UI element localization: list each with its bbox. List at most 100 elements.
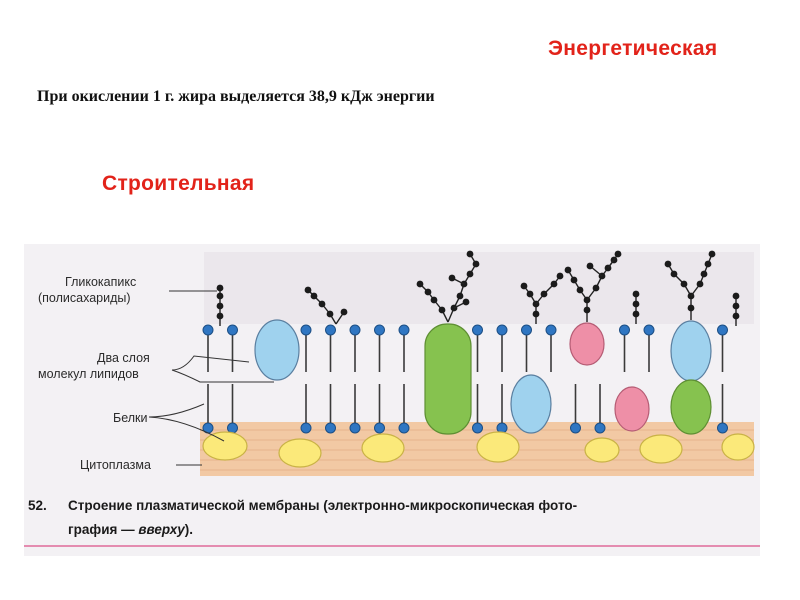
caption-line-1: Строение плазматической мембраны (электр… <box>68 498 577 513</box>
polysaccharide-bead <box>431 297 438 304</box>
lipid-head <box>228 325 238 335</box>
polysaccharide-bead <box>463 299 470 306</box>
polysaccharide-bead <box>633 301 640 308</box>
lipid-head <box>718 325 728 335</box>
membrane-figure: Гликокапикс (полисахариды) Два слоя моле… <box>24 244 760 556</box>
protein-green <box>671 380 711 434</box>
lipid-head <box>571 423 581 433</box>
lipid-head <box>301 423 311 433</box>
label-polysaccharides: (полисахариды) <box>38 291 131 305</box>
polysaccharide-bead <box>319 301 326 308</box>
lipid-head <box>620 325 630 335</box>
protein-green-large <box>425 324 471 434</box>
polysaccharide-bead <box>688 305 695 312</box>
polysaccharide-bead <box>701 271 708 278</box>
protein-pink <box>570 323 604 365</box>
polysaccharide-bead <box>681 281 688 288</box>
polysaccharide-bead <box>341 309 348 316</box>
polysaccharide-bead <box>557 273 564 280</box>
polysaccharide-bead <box>577 287 584 294</box>
protein-blue <box>511 375 551 433</box>
lipid-head <box>228 423 238 433</box>
protein-yellow <box>362 434 404 462</box>
lipid-head <box>522 325 532 335</box>
lipid-head <box>644 325 654 335</box>
polysaccharide-bead <box>217 293 224 300</box>
polysaccharide-bead <box>439 307 446 314</box>
lipid-head <box>399 325 409 335</box>
caption-line-2a: графия — <box>68 522 138 537</box>
polysaccharide-bead <box>311 293 318 300</box>
fat-energy-fact: При окислении 1 г. жира выделяется 38,9 … <box>37 88 435 106</box>
polysaccharide-bead <box>633 291 640 298</box>
polysaccharide-bead <box>217 313 224 320</box>
polysaccharide-bead <box>327 311 334 318</box>
polysaccharide-bead <box>217 303 224 310</box>
lipid-head <box>595 423 605 433</box>
lipid-head <box>546 325 556 335</box>
lipid-head <box>326 423 336 433</box>
polysaccharide-bead <box>551 281 558 288</box>
polysaccharide-bead <box>521 283 528 290</box>
polysaccharide-bead <box>449 275 456 282</box>
polysaccharide-bead <box>473 261 480 268</box>
polysaccharide-bead <box>733 303 740 310</box>
caption-line-2-italic: вверху <box>138 522 186 537</box>
polysaccharide-bead <box>467 251 474 258</box>
polysaccharide-bead <box>593 285 600 292</box>
polysaccharide-bead <box>417 281 424 288</box>
polysaccharide-bead <box>527 291 534 298</box>
polysaccharide-bead <box>217 285 224 292</box>
lipid-head <box>326 325 336 335</box>
label-glycocalyx: Гликокапикс <box>65 275 136 289</box>
protein-blue <box>255 320 299 380</box>
label-lipid-layers: Два слоя <box>97 351 150 365</box>
caption-line-2b: ). <box>185 522 193 537</box>
caption-line-2: графия — вверху). <box>68 522 193 537</box>
heading-energy-function: Энергетическая <box>548 37 717 61</box>
polysaccharide-bead <box>633 311 640 318</box>
polysaccharide-bead <box>705 261 712 268</box>
lipid-head <box>350 325 360 335</box>
lipid-head <box>473 325 483 335</box>
protein-pink <box>615 387 649 431</box>
polysaccharide-bead <box>541 291 548 298</box>
polysaccharide-bead <box>584 307 591 314</box>
polysaccharide-bead <box>709 251 716 258</box>
polysaccharide-bead <box>733 313 740 320</box>
polysaccharide-bead <box>665 261 672 268</box>
lipid-head <box>301 325 311 335</box>
polysaccharide-bead <box>671 271 678 278</box>
polysaccharide-bead <box>467 271 474 278</box>
label-cytoplasm: Цитоплазма <box>80 458 151 472</box>
label-proteins: Белки <box>113 411 148 425</box>
lipid-head <box>473 423 483 433</box>
protein-yellow <box>585 438 619 462</box>
polysaccharide-bead <box>305 287 312 294</box>
caption-number: 52. <box>28 498 47 513</box>
polysaccharide-bead <box>697 281 704 288</box>
heading-building-function: Строительная <box>102 172 254 196</box>
polysaccharide-bead <box>571 277 578 284</box>
label-lipid-molecules: молекул липидов <box>38 367 139 381</box>
protein-blue <box>671 321 711 381</box>
lipid-head <box>375 325 385 335</box>
polysaccharide-bead <box>425 289 432 296</box>
polysaccharide-bead <box>587 263 594 270</box>
protein-yellow <box>477 432 519 462</box>
protein-yellow <box>203 432 247 460</box>
lipid-head <box>350 423 360 433</box>
lipid-head <box>718 423 728 433</box>
polysaccharide-bead <box>733 293 740 300</box>
polysaccharide-bead <box>565 267 572 274</box>
lipid-head <box>375 423 385 433</box>
lipid-head <box>203 325 213 335</box>
protein-yellow <box>722 434 754 460</box>
polysaccharide-bead <box>533 311 540 318</box>
protein-yellow <box>279 439 321 467</box>
protein-yellow <box>640 435 682 463</box>
lipid-head <box>399 423 409 433</box>
lipid-head <box>497 325 507 335</box>
polysaccharide-bead <box>457 293 464 300</box>
polysaccharide-bead <box>615 251 622 258</box>
